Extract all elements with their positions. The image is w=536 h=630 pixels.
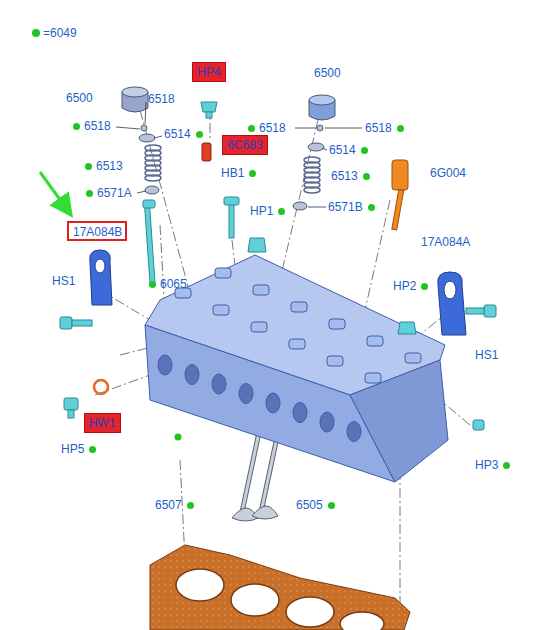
cam-bearing [291,302,307,312]
green-dot [149,281,156,288]
callout-number: 6507 [155,498,182,512]
part-code: 17A084B [73,225,121,239]
cam-bearing [289,339,305,349]
callout-number: HB1 [221,166,244,180]
cam-bearing [405,353,421,363]
green-dot [196,131,203,138]
part-code-box: 6C683 [222,135,268,155]
callout-number: 6G004 [430,166,466,180]
valve-spring [145,175,161,181]
callout-number: HP1 [250,204,273,218]
port-hole [212,374,226,394]
green-dot [86,190,93,197]
cam-bearing [327,356,343,366]
callout-number: 6518 [148,92,175,106]
port-hole [185,365,199,385]
cam-bearing [215,268,231,278]
callout-number: 6518 [365,121,392,135]
green-dot [368,204,375,211]
port-hole [293,403,307,423]
green-dot [397,125,404,132]
part-code: HP4 [197,65,221,79]
cam-bearing [329,319,345,329]
cam-bearing [367,336,383,346]
part-code: 6C683 [227,138,263,152]
green-dot [278,208,285,215]
green-dot [187,502,194,509]
legend-entry: =6049 [32,25,77,40]
callout-number: 6518 [259,121,286,135]
green-dot [503,462,510,469]
callout-number: 6518 [84,119,111,133]
green-dot [249,170,256,177]
green-dot [85,163,92,170]
green-dot [328,502,335,509]
callout-number: 6514 [329,143,356,157]
cam-bearing [365,373,381,383]
part-code-box: HP4 [192,62,226,82]
callout-number: 17A084A [421,235,470,249]
callout-number: 6514 [164,127,191,141]
green-dot [73,123,80,130]
green-dot [89,446,96,453]
callout-number: 6500 [66,91,93,105]
green-dot [248,125,255,132]
port-hole [158,355,172,375]
part-code-box: HW1 [84,413,121,433]
callout-number: 6065 [160,277,187,291]
callout-number: HS1 [475,348,498,362]
callout-number: 6571B [328,200,363,214]
legend-swatch [32,29,40,37]
callout-number: HS1 [52,274,75,288]
cam-bearing [251,322,267,332]
callout-number: 6513 [96,159,123,173]
callout-number: 6505 [296,498,323,512]
callout-number: HP3 [475,458,498,472]
callout-number: 6500 [314,66,341,80]
valve-spring [304,187,320,193]
cam-bearing [213,305,229,315]
part-code-box: 17A084B [67,221,127,241]
callout-number: 6571A [97,186,132,200]
green-dot [421,283,428,290]
port-hole [266,393,280,413]
cam-bearing [253,285,269,295]
callout-number: HP5 [61,442,84,456]
port-hole [320,412,334,432]
port-hole [239,384,253,404]
callout-number: 6513 [331,169,358,183]
callout-number: HP2 [393,279,416,293]
port-hole [347,422,361,442]
green-dot [361,147,368,154]
green-dot [363,173,370,180]
part-code: HW1 [89,416,116,430]
legend-text: =6049 [43,26,77,40]
